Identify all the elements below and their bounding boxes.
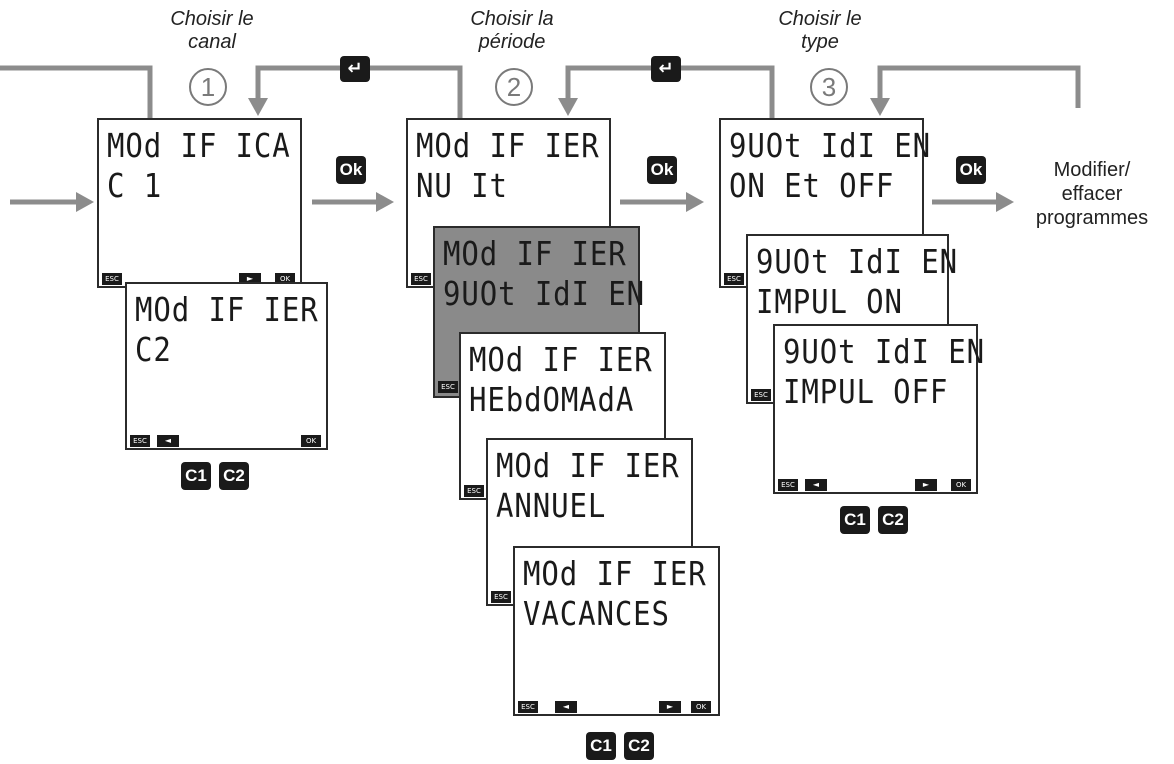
return-arrowhead-3 [870,98,890,116]
incoming-arrowhead [76,192,94,212]
ok-badge: Ok [336,156,366,184]
lcd-line-2: VACANCES [523,594,670,633]
lcd-line-1: MOd IF IER [135,290,319,329]
ok-button[interactable]: OK [691,701,711,713]
lcd-line-1: 9UOt IdI EN [783,332,986,371]
return-loop-final-3 [877,65,1081,108]
lcd-screen-quotidien-impul-off: 9UOt IdI EN IMPUL OFF ESC ◄ ► OK [773,324,984,494]
enter-icon: ↵ [340,56,370,82]
esc-button[interactable]: ESC [411,273,431,285]
esc-button[interactable]: ESC [778,479,798,491]
channel-badge-c2: C2 [219,462,249,490]
step-1-number: 1 [189,68,227,106]
esc-button[interactable]: ESC [518,701,538,713]
step-1-title: Choisir le canal [170,8,254,53]
esc-button[interactable]: ESC [438,381,458,393]
esc-button[interactable]: ESC [751,389,771,401]
channel-badge-c1: C1 [840,506,870,534]
return-arrowhead-2 [558,98,578,116]
final-step-label: Modifier/ effacer programmes [1035,159,1149,229]
step-2-number: 2 [495,68,533,106]
channel-badge-c1: C1 [181,462,211,490]
esc-button[interactable]: ESC [724,273,744,285]
lcd-line-1: MOd IF IER [443,234,627,273]
left-arrow-button[interactable]: ◄ [805,479,827,491]
step-3-title: Choisir le type [778,8,862,53]
lcd-line-1: MOd IF IER [496,446,680,485]
lcd-line-1: MOd IF IER [416,126,600,165]
left-arrow-button[interactable]: ◄ [157,435,179,447]
lcd-line-1: MOd IF IER [523,554,707,593]
lcd-line-2: NU It [416,166,508,205]
arrowhead-3-final [996,192,1014,212]
lcd-line-1: MOd IF ICA [107,126,291,165]
incoming-top-line [0,65,153,118]
lcd-line-2: IMPUL OFF [783,372,949,411]
right-arrow-button[interactable]: ► [915,479,937,491]
lcd-line-1: 9UOt IdI EN [729,126,932,165]
enter-icon: ↵ [651,56,681,82]
lcd-line-2: C 1 [107,166,163,205]
esc-button[interactable]: ESC [491,591,511,603]
right-arrow-button[interactable]: ► [659,701,681,713]
lcd-line-1: MOd IF IER [469,340,653,379]
lcd-line-2: HEbdOMAdA [469,380,635,419]
lcd-line-2: 9UOt IdI EN [443,274,646,313]
return-arrowhead-1 [248,98,268,116]
arrowhead-1-2 [376,192,394,212]
arrowhead-2-3 [686,192,704,212]
lcd-screen-modifier-vacances: MOd IF IER VACANCES ESC ◄ ► OK [513,546,720,716]
esc-button[interactable]: ESC [130,435,150,447]
lcd-line-2: IMPUL ON [756,282,903,321]
lcd-screen-modifier-c2: MOd IF IER C2 ESC ◄ OK [125,282,328,450]
channel-badge-c2: C2 [624,732,654,760]
ok-badge: Ok [956,156,986,184]
lcd-screen-modifica-c1: MOd IF ICA C 1 ESC ► OK [97,118,302,288]
esc-button[interactable]: ESC [102,273,122,285]
step-2-title: Choisir la période [470,8,554,53]
ok-button[interactable]: OK [951,479,971,491]
lcd-line-1: 9UOt IdI EN [756,242,959,281]
left-arrow-button[interactable]: ◄ [555,701,577,713]
step-3-number: 3 [810,68,848,106]
ok-badge: Ok [647,156,677,184]
lcd-line-2: ANNUEL [496,486,607,525]
esc-button[interactable]: ESC [464,485,484,497]
channel-badge-c2: C2 [878,506,908,534]
channel-badge-c1: C1 [586,732,616,760]
ok-button[interactable]: OK [301,435,321,447]
lcd-line-2: C2 [135,330,172,369]
lcd-line-2: ON Et OFF [729,166,895,205]
